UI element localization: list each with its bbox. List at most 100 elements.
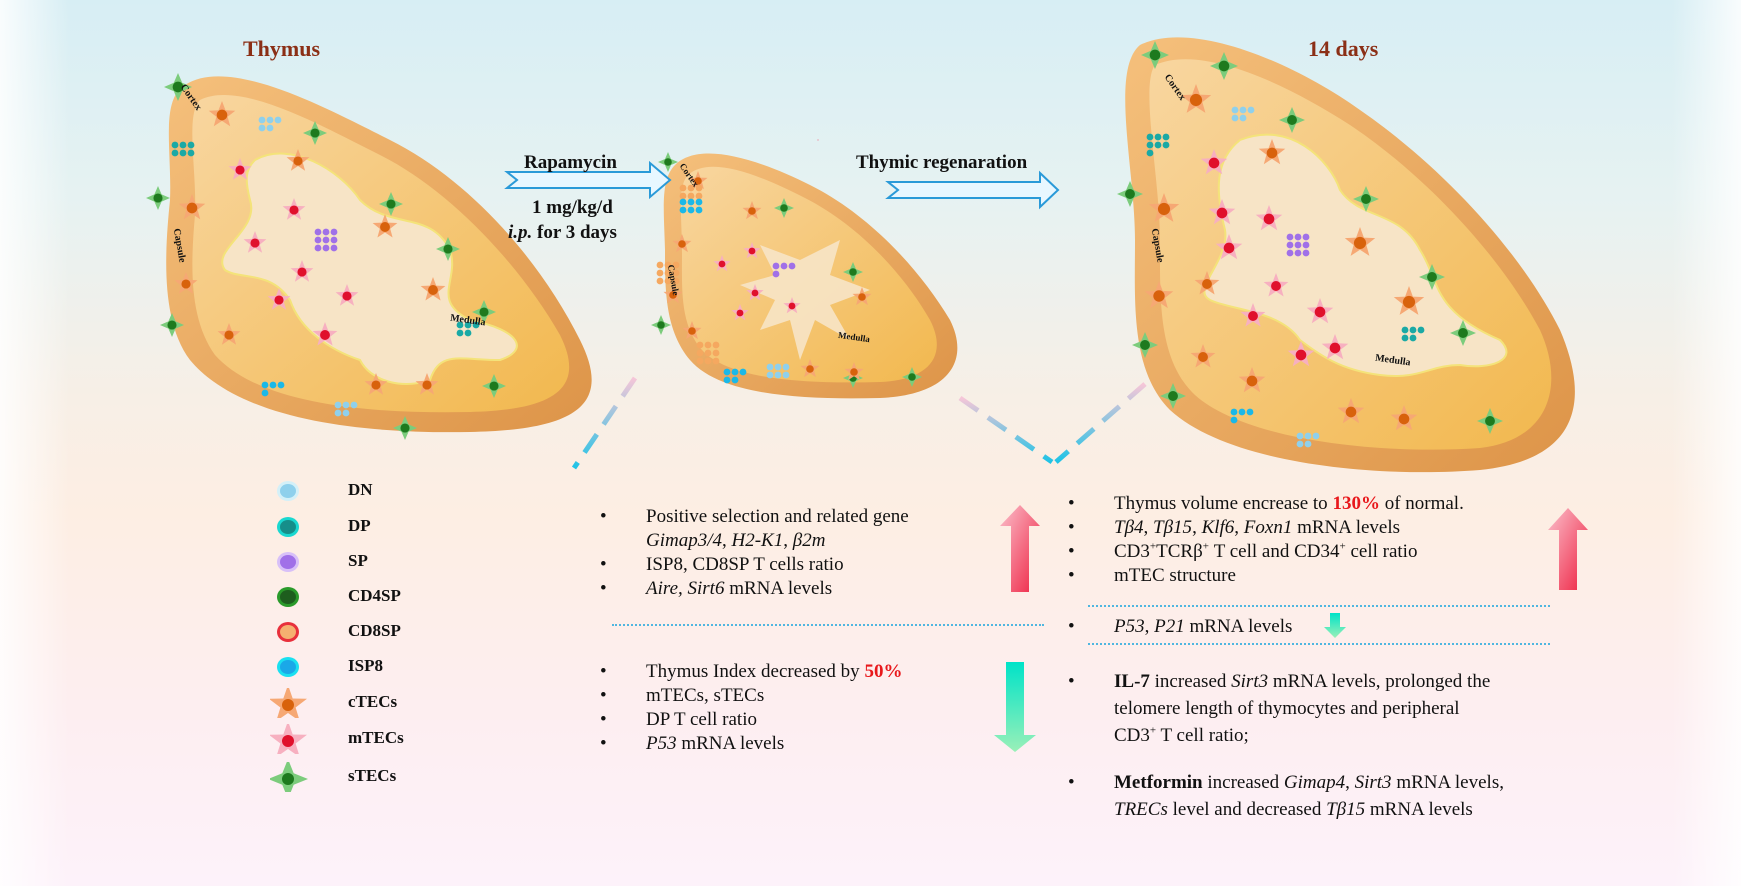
thymocyte <box>664 277 672 285</box>
thymocyte <box>1302 241 1310 249</box>
thymocyte <box>712 357 720 365</box>
thymocyte <box>1286 241 1294 249</box>
thymocyte <box>1312 432 1320 440</box>
thymocyte <box>664 269 672 277</box>
legend-label: cTECs <box>348 692 398 711</box>
bullet: • <box>1068 616 1075 637</box>
legend-label: CD4SP <box>348 586 401 605</box>
list-item: •IL-7 increased Sirt3 mRNA levels, prolo… <box>1068 668 1598 695</box>
bullet: • <box>600 661 607 682</box>
thymus-normal <box>146 73 592 440</box>
thymocyte <box>1246 408 1254 416</box>
thymocyte <box>1286 249 1294 257</box>
thymocyte <box>258 124 266 132</box>
thymocyte <box>1238 408 1246 416</box>
legend-item: DN <box>270 476 440 506</box>
thymocyte <box>1296 440 1304 448</box>
thymocyte <box>334 401 342 409</box>
thymocyte <box>261 381 269 389</box>
mtec-cell-icon <box>270 724 307 754</box>
list-item: Gimap3/4, H2-K1, β2m <box>646 530 826 551</box>
thymocyte <box>782 363 790 371</box>
thymocyte <box>179 149 187 157</box>
cell-cluster <box>651 139 922 388</box>
thymocyte <box>679 206 687 214</box>
legend-label: sTECs <box>348 766 397 785</box>
increase-arrow-icon <box>1000 505 1040 592</box>
thymocyte <box>1154 141 1162 149</box>
thymocyte <box>664 261 672 269</box>
cell-cluster <box>1117 41 1503 448</box>
thymocyte <box>687 192 695 200</box>
thymocyte <box>1239 114 1247 122</box>
thymocyte <box>472 321 480 329</box>
thymocyte <box>696 341 704 349</box>
thymocyte <box>704 341 712 349</box>
cell-cluster <box>146 73 506 440</box>
bullet: • <box>600 578 607 599</box>
thymocyte <box>314 236 322 244</box>
thymocyte <box>1286 233 1294 241</box>
thymocyte <box>1162 141 1170 149</box>
thymocyte <box>314 228 322 236</box>
decrease-arrow-icon <box>994 662 1036 752</box>
thymocyte <box>330 244 338 252</box>
list-item: •Tβ4, Tβ15, Klf6, Foxn1 mRNA levels <box>1068 517 1401 538</box>
legend-label: CD8SP <box>348 621 401 640</box>
thymocyte <box>731 376 739 384</box>
legend-label: DN <box>348 480 373 499</box>
thymocyte <box>171 141 179 149</box>
thymus-regenerated <box>1117 37 1575 473</box>
thymocyte <box>723 368 731 376</box>
bullet: • <box>1068 517 1075 538</box>
thymocyte <box>464 329 472 337</box>
thymocyte <box>1304 440 1312 448</box>
list-item: •mTEC structure <box>1068 565 1236 586</box>
thymocyte <box>723 376 731 384</box>
separator-line <box>612 624 1044 626</box>
list-item: •P53, P21 mRNA levels <box>1068 616 1293 637</box>
rapamycin-label: Rapamycin <box>524 152 617 173</box>
thymocyte <box>672 269 680 277</box>
thymocyte <box>1231 106 1239 114</box>
legend-item: ISP8 <box>270 652 440 682</box>
list-item: •P53 mRNA levels <box>600 733 785 754</box>
separator-line <box>1088 643 1550 645</box>
thymocyte <box>258 116 266 124</box>
thymocyte <box>1302 249 1310 257</box>
thymocyte <box>695 198 703 206</box>
rapamycin-route: i.p. for 3 days <box>508 222 617 243</box>
bullet: • <box>1068 671 1075 692</box>
thymocyte <box>782 371 790 379</box>
thymocyte <box>766 363 774 371</box>
thymocyte <box>679 184 687 192</box>
thymocyte <box>774 363 782 371</box>
regeneration-arrow <box>885 170 1060 210</box>
thymocyte <box>1146 141 1154 149</box>
thymocyte <box>314 244 322 252</box>
list-item: •Thymus volume encrease to 130% of norma… <box>1068 493 1464 514</box>
thymocyte <box>780 262 788 270</box>
thymocyte <box>766 371 774 379</box>
stec-cell-icon <box>270 762 308 792</box>
bullet: • <box>1068 493 1075 514</box>
thymocyte <box>1294 241 1302 249</box>
legend-item: mTECs <box>270 724 440 754</box>
regeneration-decreased-list: •P53, P21 mRNA levels <box>1068 615 1588 639</box>
thymocyte <box>687 198 695 206</box>
dn-cell-icon <box>277 481 299 501</box>
thymocyte <box>1296 432 1304 440</box>
connector-line <box>1054 382 1147 464</box>
ctec-cell-icon <box>270 688 307 718</box>
regeneration-increased-list: •Thymus volume encrease to 130% of norma… <box>1068 492 1588 588</box>
thymocyte <box>187 149 195 157</box>
thymocyte <box>704 349 712 357</box>
thymocyte <box>334 409 342 417</box>
thymocyte <box>696 357 704 365</box>
thymocyte <box>656 261 664 269</box>
thymocyte <box>687 206 695 214</box>
thymocyte <box>1230 416 1238 424</box>
thymocyte <box>266 116 274 124</box>
